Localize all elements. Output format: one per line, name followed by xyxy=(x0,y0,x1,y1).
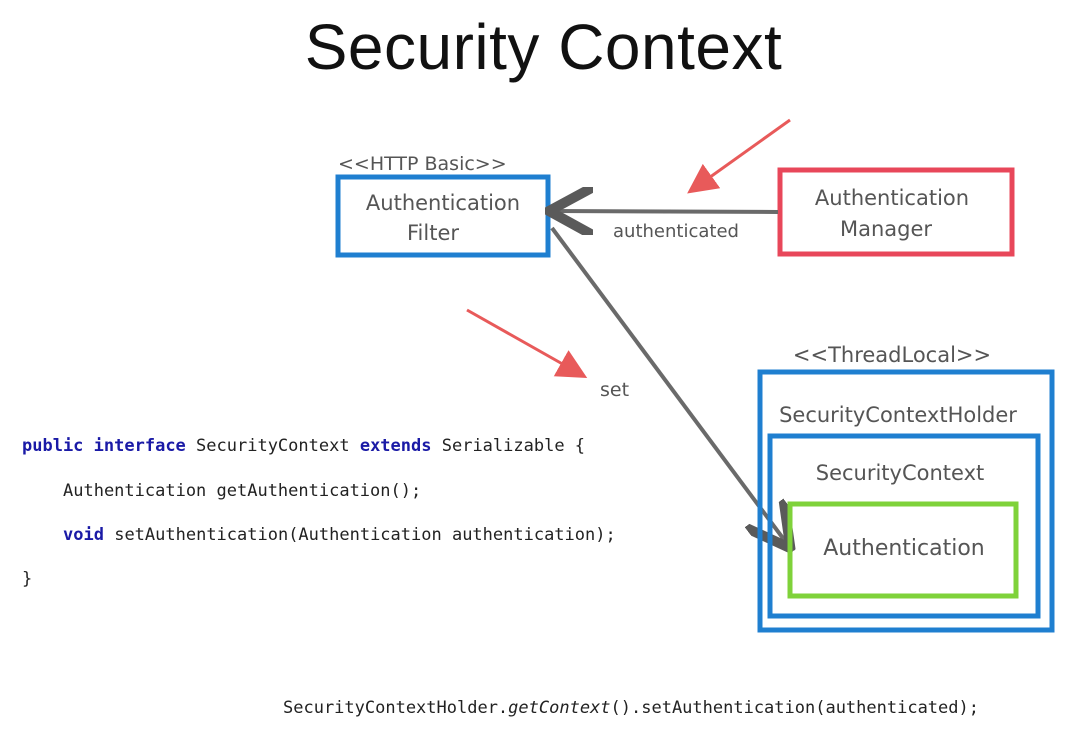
code-method-italic: getContext xyxy=(508,698,611,718)
code-bottom-line: SecurityContextHolder.getContext().setAu… xyxy=(283,698,979,718)
manager-label-line1: Authentication xyxy=(815,186,969,210)
filter-label-line1: Authentication xyxy=(366,191,520,215)
slide-title: Security Context xyxy=(304,11,783,83)
authenticated-edge-label: authenticated xyxy=(613,221,739,242)
code-line-4: } xyxy=(22,569,33,589)
security-context-holder-box: SecurityContextHolder xyxy=(757,369,1055,633)
manager-label-line2: Manager xyxy=(840,217,932,241)
code-text: Serializable { xyxy=(441,436,586,456)
holder-stereotype: <<ThreadLocal>> xyxy=(793,343,991,367)
code-text: SecurityContextHolder. xyxy=(283,698,509,718)
code-line-1: public interface SecurityContext extends… xyxy=(22,436,585,456)
context-label: SecurityContext xyxy=(816,461,985,485)
authentication-filter-box: Authentication Filter xyxy=(335,174,551,258)
filter-stereotype: <<HTTP Basic>> xyxy=(338,153,507,175)
code-keyword: void xyxy=(63,525,104,545)
code-keyword: public xyxy=(22,436,84,456)
code-keyword: interface xyxy=(93,436,186,456)
code-text: ().setAuthentication(authenticated); xyxy=(610,698,979,718)
set-arrow xyxy=(550,226,788,545)
authentication-manager-box: Authentication Manager xyxy=(777,167,1015,257)
authentication-box: Authentication xyxy=(787,501,1019,599)
security-context-box: SecurityContext xyxy=(767,433,1041,619)
code-line-2: Authentication getAuthentication(); xyxy=(63,481,422,501)
red-pointer-arrow-set xyxy=(466,308,588,378)
holder-label: SecurityContextHolder xyxy=(779,403,1017,427)
filter-label-line2: Filter xyxy=(407,221,459,245)
code-identifier: SecurityContext xyxy=(196,436,350,456)
code-keyword: extends xyxy=(359,436,432,456)
code-text: setAuthentication(Authentication authent… xyxy=(114,525,616,545)
red-pointer-arrow-authenticated xyxy=(687,118,791,194)
authenticated-arrow xyxy=(553,211,779,212)
authentication-label: Authentication xyxy=(823,536,985,561)
set-edge-label: set xyxy=(600,379,629,401)
code-line-3: void setAuthentication(Authentication au… xyxy=(63,525,616,545)
